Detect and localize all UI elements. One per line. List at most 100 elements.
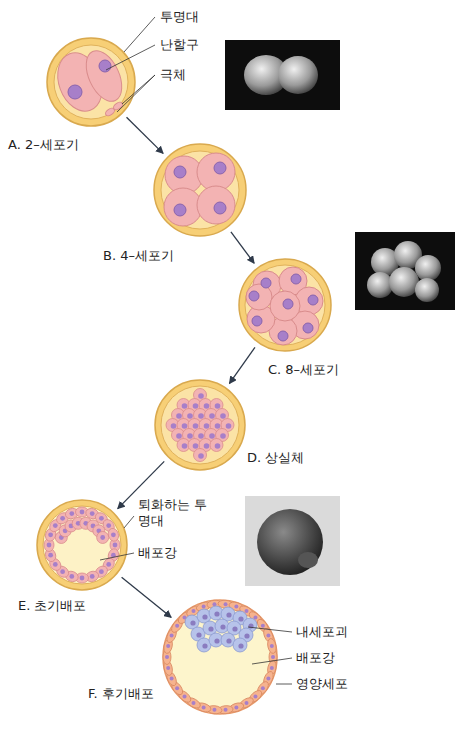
cell-nucleus [220, 413, 226, 419]
cell-nucleus [226, 423, 232, 429]
part-label: 배포강 [296, 650, 335, 666]
stage-label: D. 상실체 [247, 450, 304, 466]
cell-nucleus [69, 511, 74, 516]
stage-arrow [231, 232, 254, 263]
stage-node: D. 상실체 [155, 380, 245, 470]
cell-nucleus [198, 393, 204, 399]
cell-nucleus [166, 666, 170, 670]
cell-nucleus [170, 677, 174, 681]
cell-nucleus [176, 433, 182, 439]
cell-nucleus [193, 443, 199, 449]
blastocyst-cell [107, 527, 121, 542]
cell-nucleus [224, 602, 228, 606]
morula-embryo [155, 380, 245, 470]
cell-nucleus [212, 708, 216, 712]
stage-node: B. 4–세포기 [154, 144, 246, 236]
cell-nucleus [202, 605, 206, 609]
cell-nucleus [238, 616, 243, 621]
stage-label: E. 초기배포 [18, 598, 86, 614]
cell-nucleus [187, 433, 193, 439]
cell-nucleus [220, 624, 225, 629]
part-label: 난할구 [160, 37, 199, 53]
stage-label: C. 8–세포기 [268, 362, 339, 378]
stage-node: F. 후기배포 [163, 600, 277, 714]
cell-nucleus [176, 413, 182, 419]
cell-nucleus [193, 423, 199, 429]
cell-nucleus [90, 511, 95, 516]
cell-nucleus [47, 543, 52, 548]
cell-nucleus [209, 433, 215, 439]
blastocyst-cell [97, 531, 109, 543]
cell-nucleus [111, 532, 116, 537]
cell-nucleus [253, 694, 257, 698]
late-blastocyst [163, 600, 278, 715]
cell-nucleus [266, 633, 270, 637]
stage-node: C. 8–세포기 [239, 259, 331, 351]
stage-node: E. 초기배포 [37, 500, 127, 590]
cell-nucleus [80, 510, 85, 515]
cell-nucleus [166, 644, 170, 648]
cell-nucleus [99, 516, 104, 521]
cell-nucleus [100, 535, 105, 540]
cell-nucleus [270, 666, 274, 670]
cell-nucleus [106, 523, 111, 528]
cell-nucleus [106, 562, 111, 567]
cell-nucleus [244, 633, 249, 638]
cell-nucleus [53, 523, 58, 528]
cell-nucleus [69, 574, 74, 579]
cell-nucleus [232, 626, 237, 631]
cell-nucleus [175, 686, 179, 690]
inner-cell-mass-cell [233, 638, 247, 652]
cell-nucleus [209, 413, 215, 419]
cell-nucleus [215, 403, 221, 409]
cell-nucleus [226, 638, 231, 643]
cell-nucleus [220, 433, 226, 439]
cell-nucleus [270, 644, 274, 648]
cell-nucleus [204, 423, 210, 429]
trophoblast-cell [266, 638, 277, 654]
cell-nucleus [99, 569, 104, 574]
cell-nucleus [245, 701, 249, 705]
cell-nucleus [90, 574, 95, 579]
part-label: 배포강 [138, 545, 177, 561]
cell-nucleus [193, 403, 199, 409]
cell-nucleus [182, 403, 188, 409]
cell-nucleus [202, 705, 206, 709]
cell-nucleus [215, 423, 221, 429]
cell-nucleus [204, 403, 210, 409]
cell-nucleus [214, 611, 219, 616]
cell-nucleus [202, 643, 207, 648]
blastomere-cell [210, 439, 223, 452]
stage-arrow [127, 117, 164, 153]
stage-arrow [229, 347, 254, 383]
early-blastocyst [37, 500, 127, 590]
cell-nucleus [165, 655, 169, 659]
part-label: 극체 [160, 67, 186, 83]
part-label: 내세포괴 [296, 624, 348, 640]
part-label: 영양세포 [296, 676, 348, 692]
cell-nucleus [198, 413, 204, 419]
leader-lines [100, 17, 292, 684]
sem-photo [355, 232, 455, 310]
cell-nucleus [170, 633, 174, 637]
stage-node: A. 2–세포기 [47, 38, 135, 126]
cell-nucleus [198, 453, 204, 459]
cell-nucleus [60, 516, 65, 521]
cell-nucleus [175, 624, 179, 628]
cell-nucleus [208, 626, 213, 631]
eight-cell-embryo [239, 259, 331, 351]
cell-nucleus [215, 443, 221, 449]
cell-nucleus [190, 620, 195, 625]
cell-nucleus [266, 677, 270, 681]
cell-nucleus [261, 686, 265, 690]
cell-nucleus [214, 638, 219, 643]
light-photo [245, 496, 340, 586]
cell-nucleus [238, 643, 243, 648]
cell-nucleus [198, 433, 204, 439]
cell-nucleus [271, 655, 275, 659]
stage-arrow [122, 577, 171, 617]
cell-nucleus [226, 612, 231, 617]
